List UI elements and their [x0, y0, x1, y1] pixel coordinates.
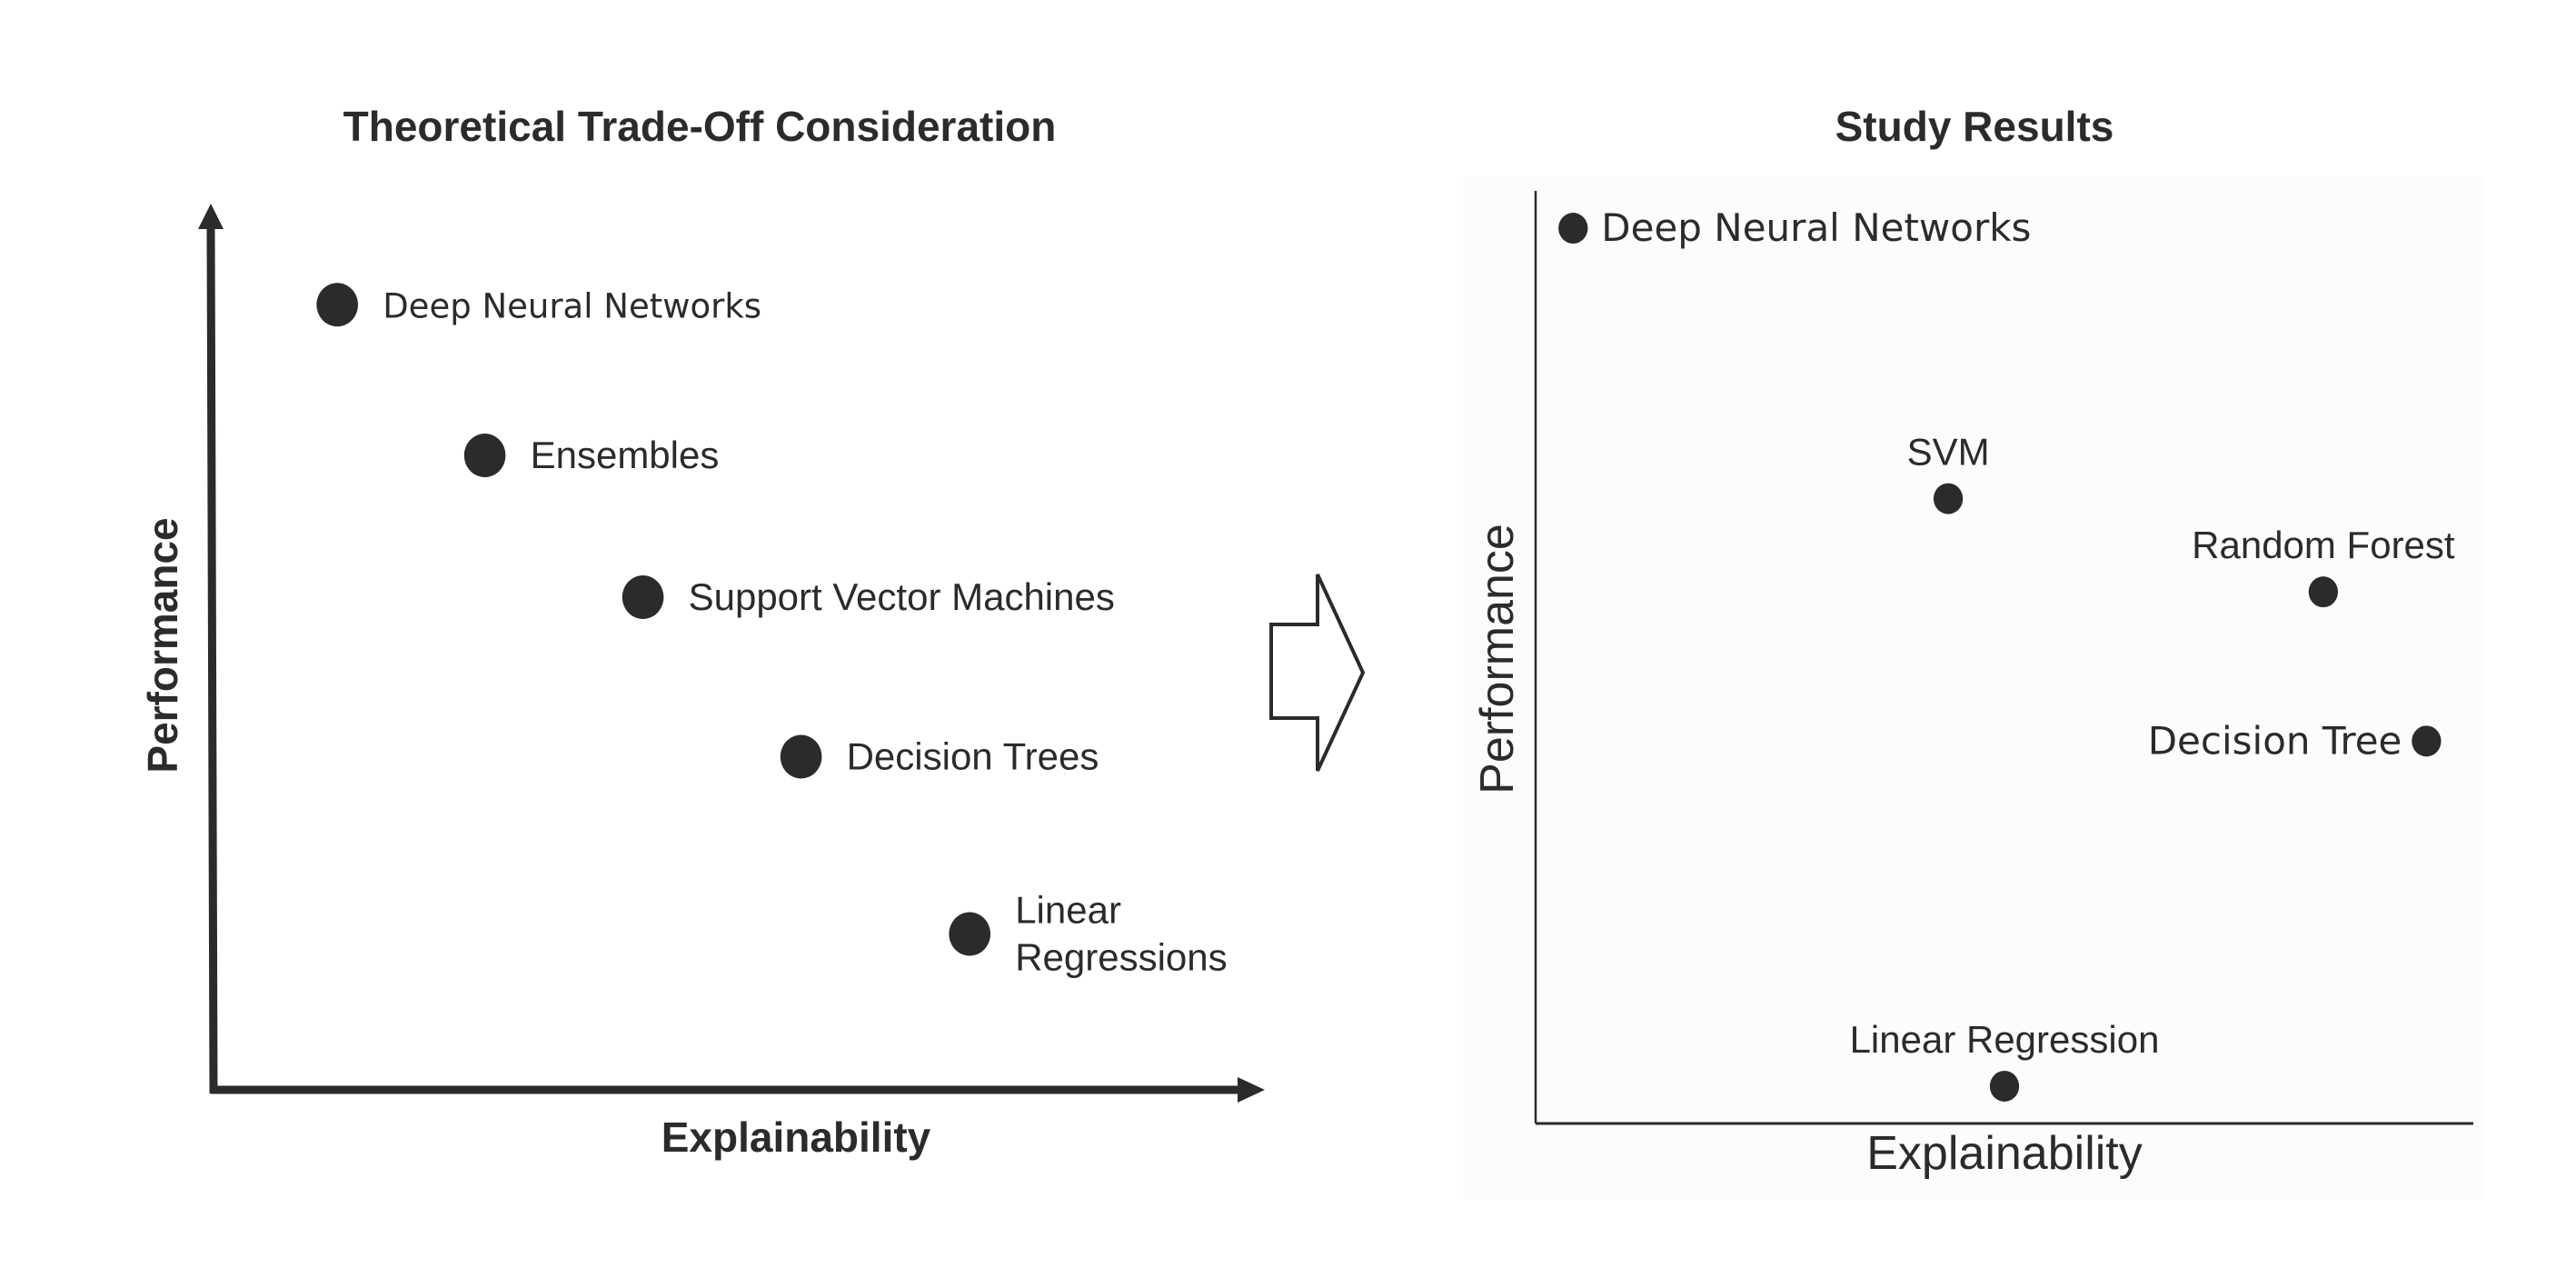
data-point-deep-neural-networks: Deep Neural Networks [1558, 205, 2031, 250]
study-results-panel [1463, 177, 2485, 1200]
data-point-deep-neural-networks: Deep Neural Networks [316, 283, 761, 327]
point-label-line: Deep Neural Networks [383, 286, 761, 325]
point-label-line: Support Vector Machines [689, 575, 1115, 618]
point-marker [1989, 1070, 2020, 1102]
data-point-random-forest: Random Forest [2192, 524, 2455, 608]
point-marker [2308, 576, 2339, 608]
point-label: Decision Tree [2148, 718, 2402, 763]
point-label-line: Linear [1015, 889, 1121, 932]
point-marker [1933, 483, 1964, 514]
point-label-line: Decision Trees [847, 735, 1099, 778]
theoretical-chart-title: Theoretical Trade-Off Consideration [343, 103, 1057, 150]
point-label-line: Decision Tree [2148, 718, 2402, 763]
data-point-ensembles: Ensembles [463, 434, 720, 477]
data-point-support-vector-machines: Support Vector Machines [622, 575, 1115, 619]
point-label-line: Regressions [1015, 936, 1227, 979]
point-marker [1558, 213, 1588, 245]
point-marker [2412, 725, 2442, 757]
point-label: Random Forest [2192, 524, 2455, 566]
x-axis-label: Explainability [661, 1113, 931, 1161]
point-label: Deep Neural Networks [1601, 205, 2031, 250]
right-block-arrow-icon [1269, 574, 1366, 772]
point-marker [316, 283, 359, 327]
theoretical-chart: Theoretical Trade-Off Consideration Expl… [139, 103, 1265, 1161]
study-y-axis-label: Performance [1471, 524, 1524, 794]
point-marker [949, 912, 990, 956]
data-point-linear-regression: Linear Regression [1850, 1018, 2160, 1102]
study-results-chart: Study Results Explainability Performance… [1463, 103, 2485, 1200]
data-point-decision-trees: Decision Trees [780, 734, 1099, 779]
point-label: Support Vector Machines [689, 575, 1115, 618]
point-marker [463, 434, 506, 477]
y-axis-label: Performance [139, 517, 186, 773]
point-label: Decision Trees [847, 735, 1099, 778]
y-axis-arrow [206, 226, 218, 1094]
point-marker [780, 734, 822, 779]
y-axis-arrowhead-icon [198, 204, 224, 229]
data-point-svm: SVM [1907, 431, 1990, 514]
x-axis-arrowhead-icon [1238, 1077, 1265, 1103]
data-point-decision-tree: Decision Tree [2148, 718, 2442, 763]
point-label-line: SVM [1907, 431, 1990, 474]
point-label: SVM [1907, 431, 1990, 474]
study-results-title: Study Results [1835, 103, 2114, 150]
point-marker [622, 575, 664, 619]
point-label-line: Random Forest [2192, 524, 2455, 566]
point-label: Deep Neural Networks [383, 286, 761, 325]
point-label-line: Linear Regression [1850, 1018, 2160, 1061]
point-label-line: Deep Neural Networks [1601, 205, 2031, 250]
study-x-axis-label: Explainability [1866, 1127, 2143, 1180]
point-label: Ensembles [531, 434, 720, 476]
point-label-line: Ensembles [531, 434, 720, 476]
point-label: Linear Regression [1850, 1018, 2160, 1061]
